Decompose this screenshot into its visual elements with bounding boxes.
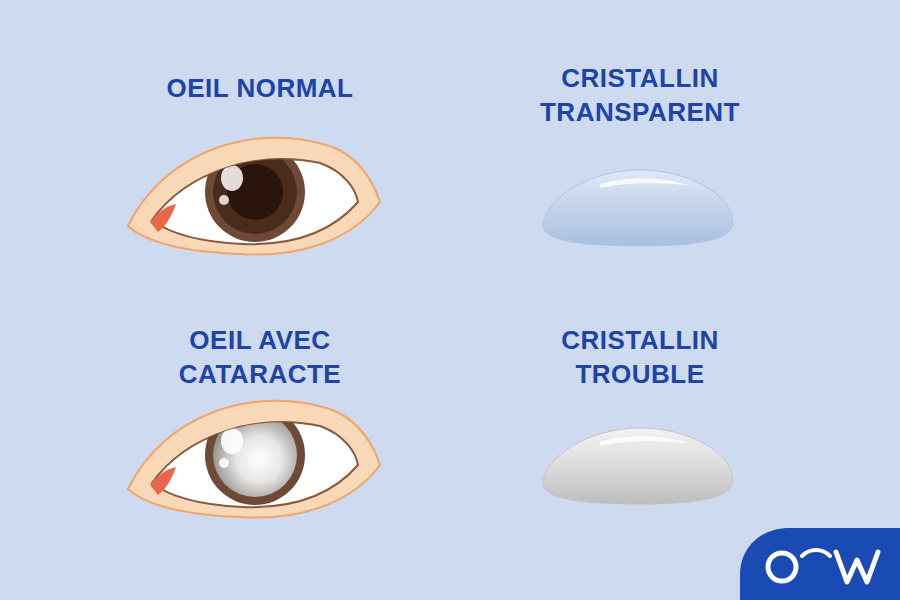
normal-eye [128, 138, 380, 255]
section-label: OEIL NORMAL [110, 71, 410, 105]
brand-logo [740, 528, 900, 600]
cloudy-lens [543, 428, 733, 504]
section-label: CRISTALLIN TRANSPARENT [505, 61, 775, 129]
cataract-eye [128, 401, 380, 518]
section-label: CRISTALLIN TROUBLE [505, 323, 775, 391]
clear-lens [543, 170, 733, 246]
section-label: OEIL AVEC CATARACTE [140, 323, 380, 391]
